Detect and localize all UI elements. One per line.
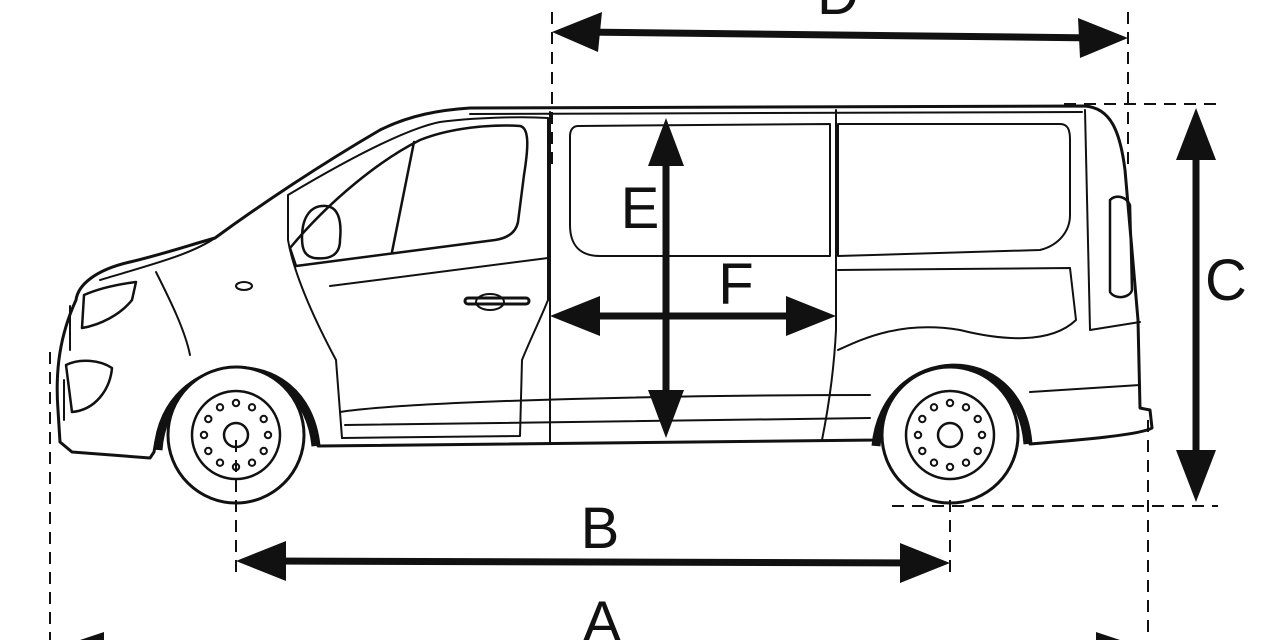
rim-hole <box>204 446 213 456</box>
rim-hole <box>929 458 939 467</box>
lower-crease <box>344 417 871 426</box>
rim-hole <box>961 458 971 467</box>
dimension-C: C <box>1176 108 1247 502</box>
rim-hole <box>199 430 209 440</box>
side-indicator <box>235 281 253 291</box>
rear-light <box>1108 195 1134 299</box>
rim-hole <box>263 430 273 440</box>
rim-hole <box>204 414 213 424</box>
door-handle-recess <box>475 293 505 311</box>
rear-body-line <box>1084 109 1141 331</box>
front-rim <box>190 389 282 481</box>
dimension-F-head-left <box>550 296 600 336</box>
rear-hub <box>936 421 964 449</box>
rim-hole <box>259 446 268 456</box>
rim-hole <box>918 414 927 424</box>
rear-bumper-line <box>1029 384 1141 393</box>
dimension-E-head-top <box>648 118 684 166</box>
dimension-D-head-left <box>552 12 602 52</box>
rim-hole <box>913 430 923 440</box>
front-bumper <box>64 359 114 414</box>
sill-crease <box>339 394 871 413</box>
dimension-B-shaft <box>263 557 923 567</box>
rim-hole <box>945 462 955 472</box>
rear-rim <box>904 389 996 481</box>
dimension-F-head-right <box>786 296 836 336</box>
front-wing-line <box>155 271 191 356</box>
dimension-C-label: C <box>1205 248 1247 313</box>
window-divider <box>390 140 416 254</box>
dimension-A-label: A <box>583 590 622 640</box>
rim-hole <box>977 430 987 440</box>
dimension-B: B <box>236 496 950 583</box>
rim-hole <box>247 458 257 467</box>
roof-line <box>469 111 1083 115</box>
rim-hole <box>215 403 225 412</box>
rim-hole <box>945 398 955 408</box>
van-outline <box>55 104 1154 460</box>
side-panel-rear <box>837 123 1071 257</box>
dimension-C-head-bottom <box>1176 450 1216 502</box>
dimension-C-head-top <box>1176 108 1216 160</box>
rim-hole <box>918 446 927 456</box>
rim-hole <box>215 458 225 467</box>
wing-mirror <box>300 204 342 260</box>
rim-hole <box>961 403 971 412</box>
dimension-D: D <box>552 0 1128 58</box>
dimension-A-head-right <box>1096 632 1120 640</box>
rear-wheel <box>871 363 1033 505</box>
rim-hole <box>259 414 268 424</box>
dimension-D-shaft <box>579 28 1099 42</box>
dimension-A-head-left <box>80 632 104 640</box>
front-door-window <box>288 124 529 268</box>
headlight <box>80 280 138 330</box>
rim-hole <box>973 414 982 424</box>
dimension-B-head-left <box>236 541 286 581</box>
dimension-F: F <box>550 252 836 336</box>
rear-tyre <box>880 365 1020 505</box>
reference-lines <box>49 12 1218 640</box>
sliding-door-rear-edge <box>821 109 837 441</box>
dimension-B-label: B <box>581 496 620 561</box>
front-grille <box>63 305 71 421</box>
rim-hole <box>247 403 257 412</box>
dimension-E-head-bottom <box>648 390 684 438</box>
rim-hole <box>929 403 939 412</box>
dimension-B-head-right <box>900 543 950 583</box>
dimension-D-head-right <box>1078 18 1128 58</box>
rear-rim-holes <box>913 398 987 472</box>
front-door <box>287 116 549 439</box>
dimension-E: E <box>621 118 684 438</box>
side-swage <box>837 267 1077 351</box>
dimension-E-label: E <box>621 176 660 241</box>
dimension-A: A <box>80 590 1120 640</box>
front-rim-holes <box>199 398 273 472</box>
rim-hole <box>231 398 241 408</box>
dimension-D-label: D <box>817 0 859 27</box>
dimension-F-label: F <box>718 252 753 317</box>
door-crease <box>329 257 549 287</box>
bonnet-line <box>99 237 216 281</box>
side-panel-front <box>569 123 831 257</box>
rim-hole <box>973 446 982 456</box>
door-handle <box>463 296 531 306</box>
